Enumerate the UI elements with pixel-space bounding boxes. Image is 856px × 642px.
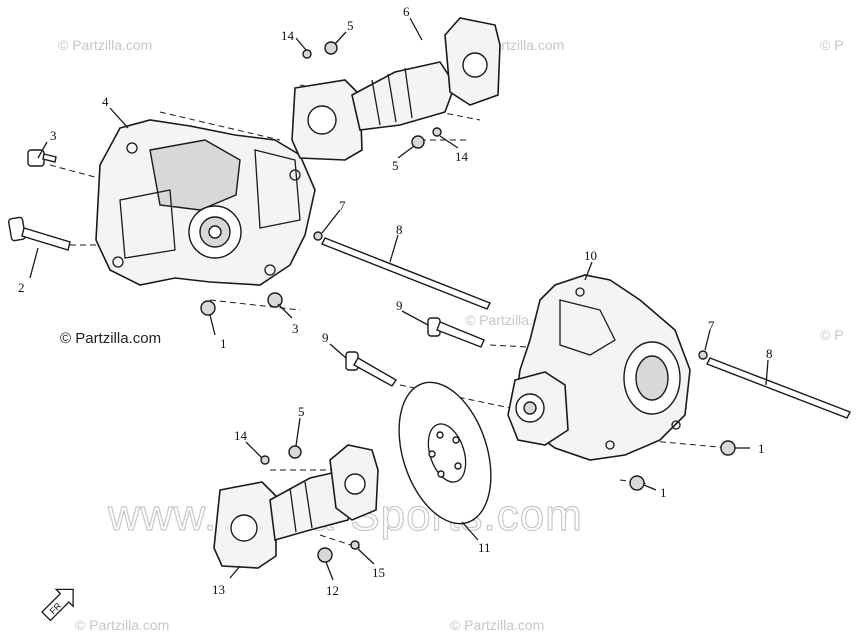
leader-lines <box>29 17 769 581</box>
callout-1-b: 1 <box>758 441 765 456</box>
front-direction-marker: FR <box>41 588 74 622</box>
callout-1-c: 1 <box>660 485 667 500</box>
callout-6: 6 <box>403 4 410 19</box>
rear-differential-housing <box>507 274 691 461</box>
small-fasteners <box>200 41 736 563</box>
brake-disc <box>398 381 492 525</box>
watermark-bottom-center: © Partzilla.com <box>450 617 544 633</box>
callout-5-a: 5 <box>347 18 354 33</box>
callout-5-c: 5 <box>298 404 305 419</box>
callout-14-a: 14 <box>281 28 295 43</box>
callout-10: 10 <box>584 248 597 263</box>
callout-3-a: 3 <box>50 128 57 143</box>
callout-11: 11 <box>478 540 491 555</box>
callout-13: 13 <box>212 582 225 597</box>
callout-12: 12 <box>326 583 339 598</box>
callout-4: 4 <box>102 94 109 109</box>
watermark-mid-right: © P <box>820 327 844 343</box>
watermark-mid-left: © Partzilla.com <box>60 330 161 347</box>
callout-15: 15 <box>372 565 385 580</box>
callout-labels: 1 1 1 2 3 3 4 5 5 5 6 7 7 8 8 9 9 10 11 … <box>18 4 773 598</box>
axle-shafts <box>321 237 851 419</box>
callout-3-b: 3 <box>292 321 299 336</box>
front-drive-shaft <box>291 17 501 161</box>
long-bolts <box>7 149 485 387</box>
callout-8-a: 8 <box>396 222 403 237</box>
front-differential-housing <box>95 119 316 286</box>
callout-2: 2 <box>18 280 25 295</box>
callout-7-b: 7 <box>708 318 715 333</box>
watermark-top-right: © P <box>820 37 844 53</box>
rear-drive-shaft <box>213 444 379 569</box>
watermark-top-left: © Partzilla.com <box>58 37 152 53</box>
watermark-bottom-left: © Partzilla.com <box>75 617 169 633</box>
callout-1-a: 1 <box>220 336 227 351</box>
callout-14-b: 14 <box>455 149 469 164</box>
callout-14-c: 14 <box>234 428 248 443</box>
callout-5-b: 5 <box>392 158 399 173</box>
callout-9-b: 9 <box>322 330 329 345</box>
callout-9-a: 9 <box>396 298 403 313</box>
callout-8-b: 8 <box>766 346 773 361</box>
callout-7-a: 7 <box>339 198 346 213</box>
